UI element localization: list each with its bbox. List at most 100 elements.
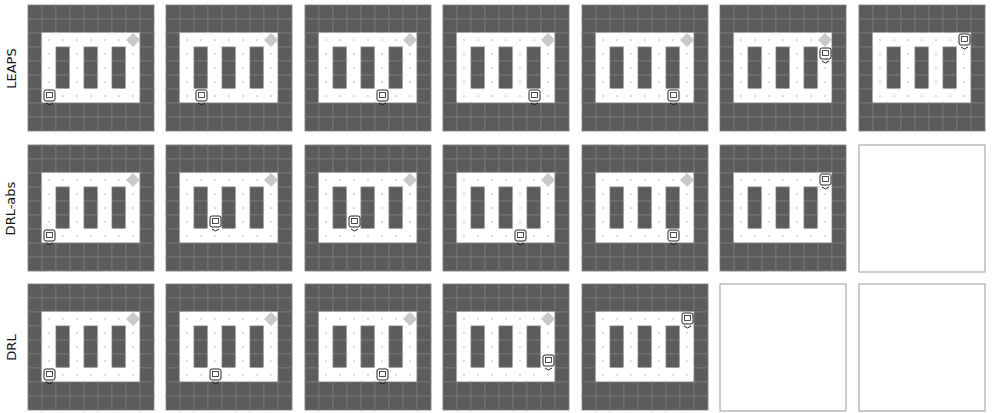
grid-cell <box>98 354 112 368</box>
grid-cell <box>98 340 112 354</box>
grid-cell <box>56 215 70 229</box>
marker-dot <box>686 81 688 83</box>
grid-cell <box>112 312 126 326</box>
marker-dot <box>796 39 798 41</box>
marker-dot <box>381 346 383 348</box>
grid-cell <box>734 145 748 159</box>
marker-dot <box>186 207 188 209</box>
grid-cell <box>375 215 389 229</box>
grid-cell <box>194 47 208 61</box>
grid-cell <box>112 117 126 131</box>
grid-cell <box>790 145 804 159</box>
grid-cell <box>457 382 471 396</box>
grid-cell <box>638 257 652 271</box>
grid-cell <box>499 312 513 326</box>
grid-cell <box>208 312 222 326</box>
grid-cell <box>804 201 818 215</box>
grid-cell <box>403 19 417 33</box>
marker-dot <box>754 95 756 97</box>
grid-cell <box>499 298 513 312</box>
grid-cell <box>748 187 762 201</box>
grid-cell <box>42 187 56 201</box>
grid-cell <box>222 284 236 298</box>
marker-dot <box>768 81 770 83</box>
grid-cell <box>333 187 347 201</box>
grid-cell <box>222 326 236 340</box>
marker-dot <box>824 221 826 223</box>
marker-dot <box>935 53 937 55</box>
grid-cell <box>471 229 485 243</box>
grid-cell <box>748 117 762 131</box>
marker-dot <box>381 53 383 55</box>
grid-cell <box>513 340 527 354</box>
grid-cell <box>28 5 42 19</box>
grid-cell <box>694 201 708 215</box>
grid-cell <box>499 368 513 382</box>
grid-cell <box>582 243 596 257</box>
grid-cell <box>98 19 112 33</box>
marker-dot <box>242 67 244 69</box>
grid-cell <box>471 257 485 271</box>
grid-cell <box>347 5 361 19</box>
grid-cell <box>194 312 208 326</box>
maze-frame <box>720 145 846 271</box>
grid-cell <box>28 326 42 340</box>
grid-cell <box>638 61 652 75</box>
grid-cell <box>762 187 776 201</box>
grid-cell <box>222 61 236 75</box>
grid-cell <box>666 284 680 298</box>
marker-dot <box>395 39 397 41</box>
marker-dot <box>325 346 327 348</box>
grid-cell <box>748 257 762 271</box>
marker-dot <box>740 67 742 69</box>
grid-cell <box>680 257 694 271</box>
grid-cell <box>222 103 236 117</box>
grid-cell <box>652 298 666 312</box>
grid-cell <box>28 257 42 271</box>
grid-cell <box>319 145 333 159</box>
grid-cell <box>734 61 748 75</box>
marker-dot <box>409 193 411 195</box>
grid-cell <box>748 103 762 117</box>
marker-dot <box>935 67 937 69</box>
marker-dot <box>519 374 521 376</box>
grid-cell <box>42 5 56 19</box>
marker-dot <box>686 67 688 69</box>
grid-cell <box>832 159 846 173</box>
grid-cell <box>305 368 319 382</box>
grid-cell <box>596 382 610 396</box>
marker-dot <box>214 207 216 209</box>
grid-cell <box>70 368 84 382</box>
marker-dot <box>381 221 383 223</box>
grid-cell <box>28 103 42 117</box>
grid-cell <box>624 368 638 382</box>
marker-dot <box>242 374 244 376</box>
grid-cell <box>485 19 499 33</box>
grid-cell <box>126 173 140 187</box>
grid-cell <box>98 326 112 340</box>
marker-dot <box>754 39 756 41</box>
grid-cell <box>98 103 112 117</box>
grid-cell <box>652 201 666 215</box>
grid-cell <box>748 61 762 75</box>
marker-dot <box>186 221 188 223</box>
marker-dot <box>90 95 92 97</box>
grid-cell <box>208 215 222 229</box>
grid-cell <box>804 215 818 229</box>
marker-dot <box>214 360 216 362</box>
grid-cell <box>624 187 638 201</box>
marker-dot <box>409 374 411 376</box>
grid-cell <box>790 257 804 271</box>
marker-dot <box>132 221 134 223</box>
marker-dot <box>658 67 660 69</box>
marker-dot <box>740 235 742 237</box>
marker-dot <box>491 39 493 41</box>
grid-cell <box>166 75 180 89</box>
grid-cell <box>112 396 126 410</box>
grid-cell <box>541 5 555 19</box>
grid-cell <box>361 340 375 354</box>
grid-cell <box>180 298 194 312</box>
grid-cell <box>56 201 70 215</box>
grid-cell <box>652 5 666 19</box>
grid-cell <box>680 173 694 187</box>
